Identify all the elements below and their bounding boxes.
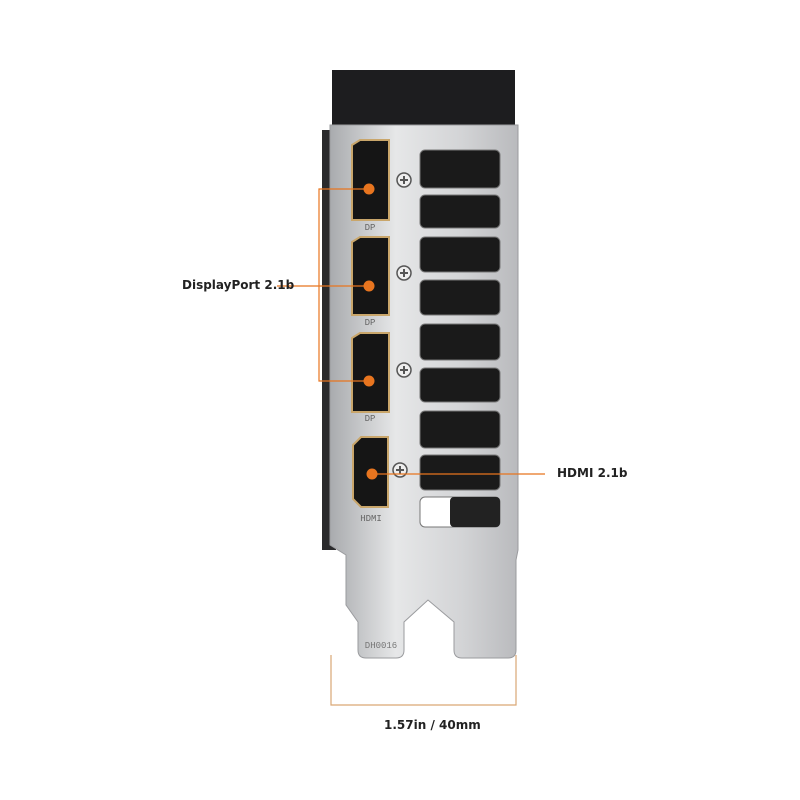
dp-port-1 <box>351 139 390 221</box>
callout-dots <box>363 183 378 480</box>
dp-port-3 <box>351 332 390 413</box>
port-label: HDMI <box>360 514 382 524</box>
dp-port-2 <box>351 236 390 316</box>
dimension-label: 1.57in / 40mm <box>384 718 481 732</box>
port-label: DP <box>365 414 376 424</box>
port-label: DP <box>365 223 376 233</box>
vent-slots <box>419 149 501 528</box>
callout-lines <box>277 188 545 475</box>
port-label: DP <box>365 318 376 328</box>
hdmi-label: HDMI 2.1b <box>557 466 628 480</box>
displayport-label: DisplayPort 2.1b <box>182 278 295 292</box>
part-number: DH0016 <box>365 641 397 651</box>
dimension-bracket <box>330 655 517 706</box>
